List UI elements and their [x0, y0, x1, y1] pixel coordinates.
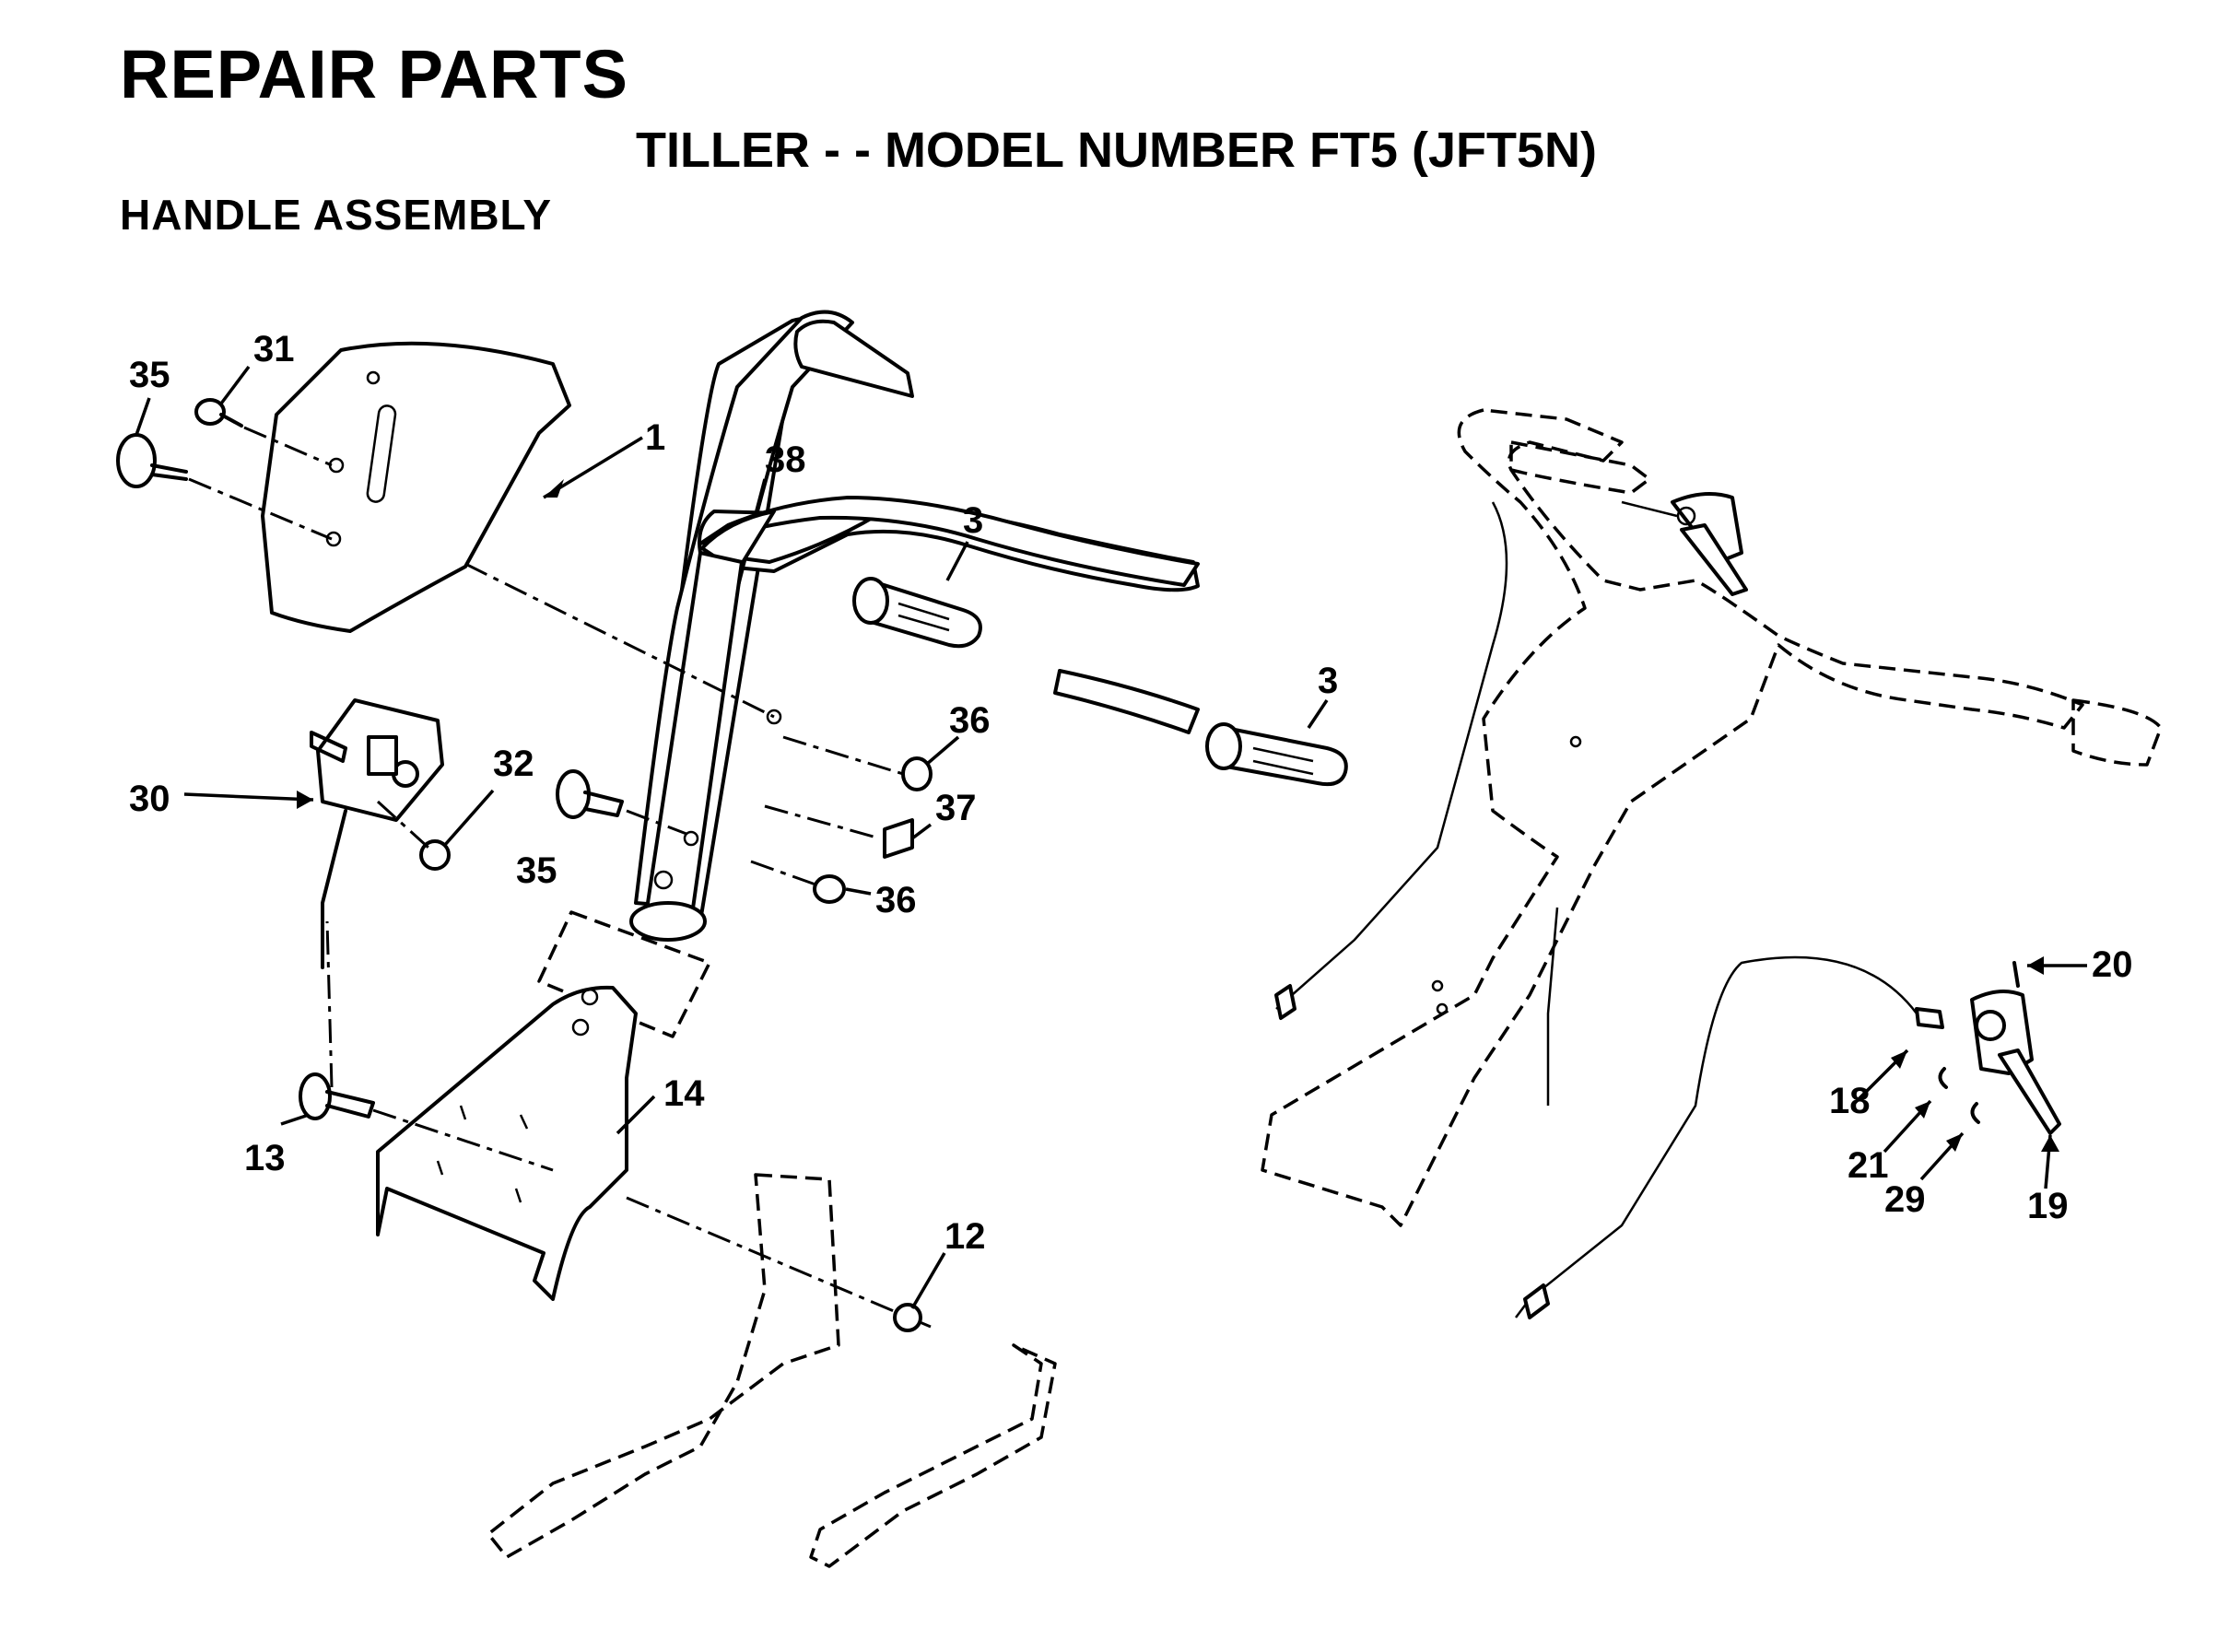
callout-35: 35	[129, 355, 170, 395]
callout-13: 13	[244, 1138, 286, 1178]
callout-37: 37	[935, 788, 977, 828]
callout-20: 20	[2092, 944, 2133, 985]
grip-part-3-upper	[852, 577, 982, 649]
callout-3: 3	[963, 500, 983, 541]
washer-part-36-upper	[901, 756, 933, 791]
bracket-part-30	[310, 698, 444, 969]
panel-part-1	[261, 341, 571, 633]
alignment-line	[325, 800, 430, 1088]
callout-19: 19	[2027, 1186, 2069, 1226]
alignment-line	[750, 735, 904, 886]
tiller-frame	[487, 1173, 1057, 1568]
callout-30: 30	[129, 779, 170, 819]
callout-18: 18	[1829, 1081, 1871, 1121]
bolt-part-35-middle	[556, 769, 624, 819]
bolt-part-35-upper	[116, 433, 188, 488]
alignment-line	[372, 1108, 554, 1172]
callout-29: 29	[1884, 1179, 1926, 1220]
grip-part-3-right	[1205, 722, 1348, 787]
callout-labels: 35 31 1 38 3 3 36 37 36 30 32 35 14 13 1…	[129, 329, 2133, 1257]
screw-part-31	[194, 398, 243, 428]
model-subtitle: TILLER - - MODEL NUMBER FT5 (JFT5N)	[636, 123, 1597, 178]
washer-part-12	[893, 1303, 922, 1332]
callout-1: 1	[645, 417, 665, 458]
control-lever-part-19	[1970, 990, 2061, 1135]
bolt-part-13	[299, 1072, 375, 1120]
callout-14: 14	[663, 1073, 705, 1114]
callout-12: 12	[944, 1216, 986, 1257]
handle-reference-outline	[1261, 408, 2163, 1227]
callout-21: 21	[1848, 1145, 1889, 1186]
handle-bar-part-38	[629, 310, 1200, 942]
clip-part-21	[1938, 1067, 1948, 1089]
cable-part-18	[1515, 955, 1944, 1319]
callout-32: 32	[493, 744, 534, 784]
reference-frame	[537, 910, 711, 1038]
pin-part-20	[2012, 961, 2020, 988]
leader-arrowheads	[297, 479, 2059, 1152]
alignment-line	[188, 426, 333, 541]
nut-part-32	[419, 839, 451, 871]
alignment-line	[464, 562, 775, 719]
clip-part-29	[1970, 1102, 1980, 1124]
handle-bar-tube	[1053, 669, 1200, 734]
alignment-line	[626, 809, 687, 836]
washer-part-36-lower	[813, 874, 846, 904]
alignment-line	[626, 1196, 932, 1329]
clip-part-37	[883, 818, 914, 859]
callout-35: 35	[516, 850, 557, 891]
callout-31: 31	[253, 329, 295, 369]
section-title: HANDLE ASSEMBLY	[120, 191, 553, 239]
callout-38: 38	[765, 439, 806, 480]
callout-36: 36	[875, 880, 917, 920]
page-title: REPAIR PARTS	[120, 36, 628, 112]
callout-3: 3	[1318, 661, 1338, 701]
callout-36: 36	[949, 700, 991, 741]
bracket-part-14	[376, 985, 638, 1301]
